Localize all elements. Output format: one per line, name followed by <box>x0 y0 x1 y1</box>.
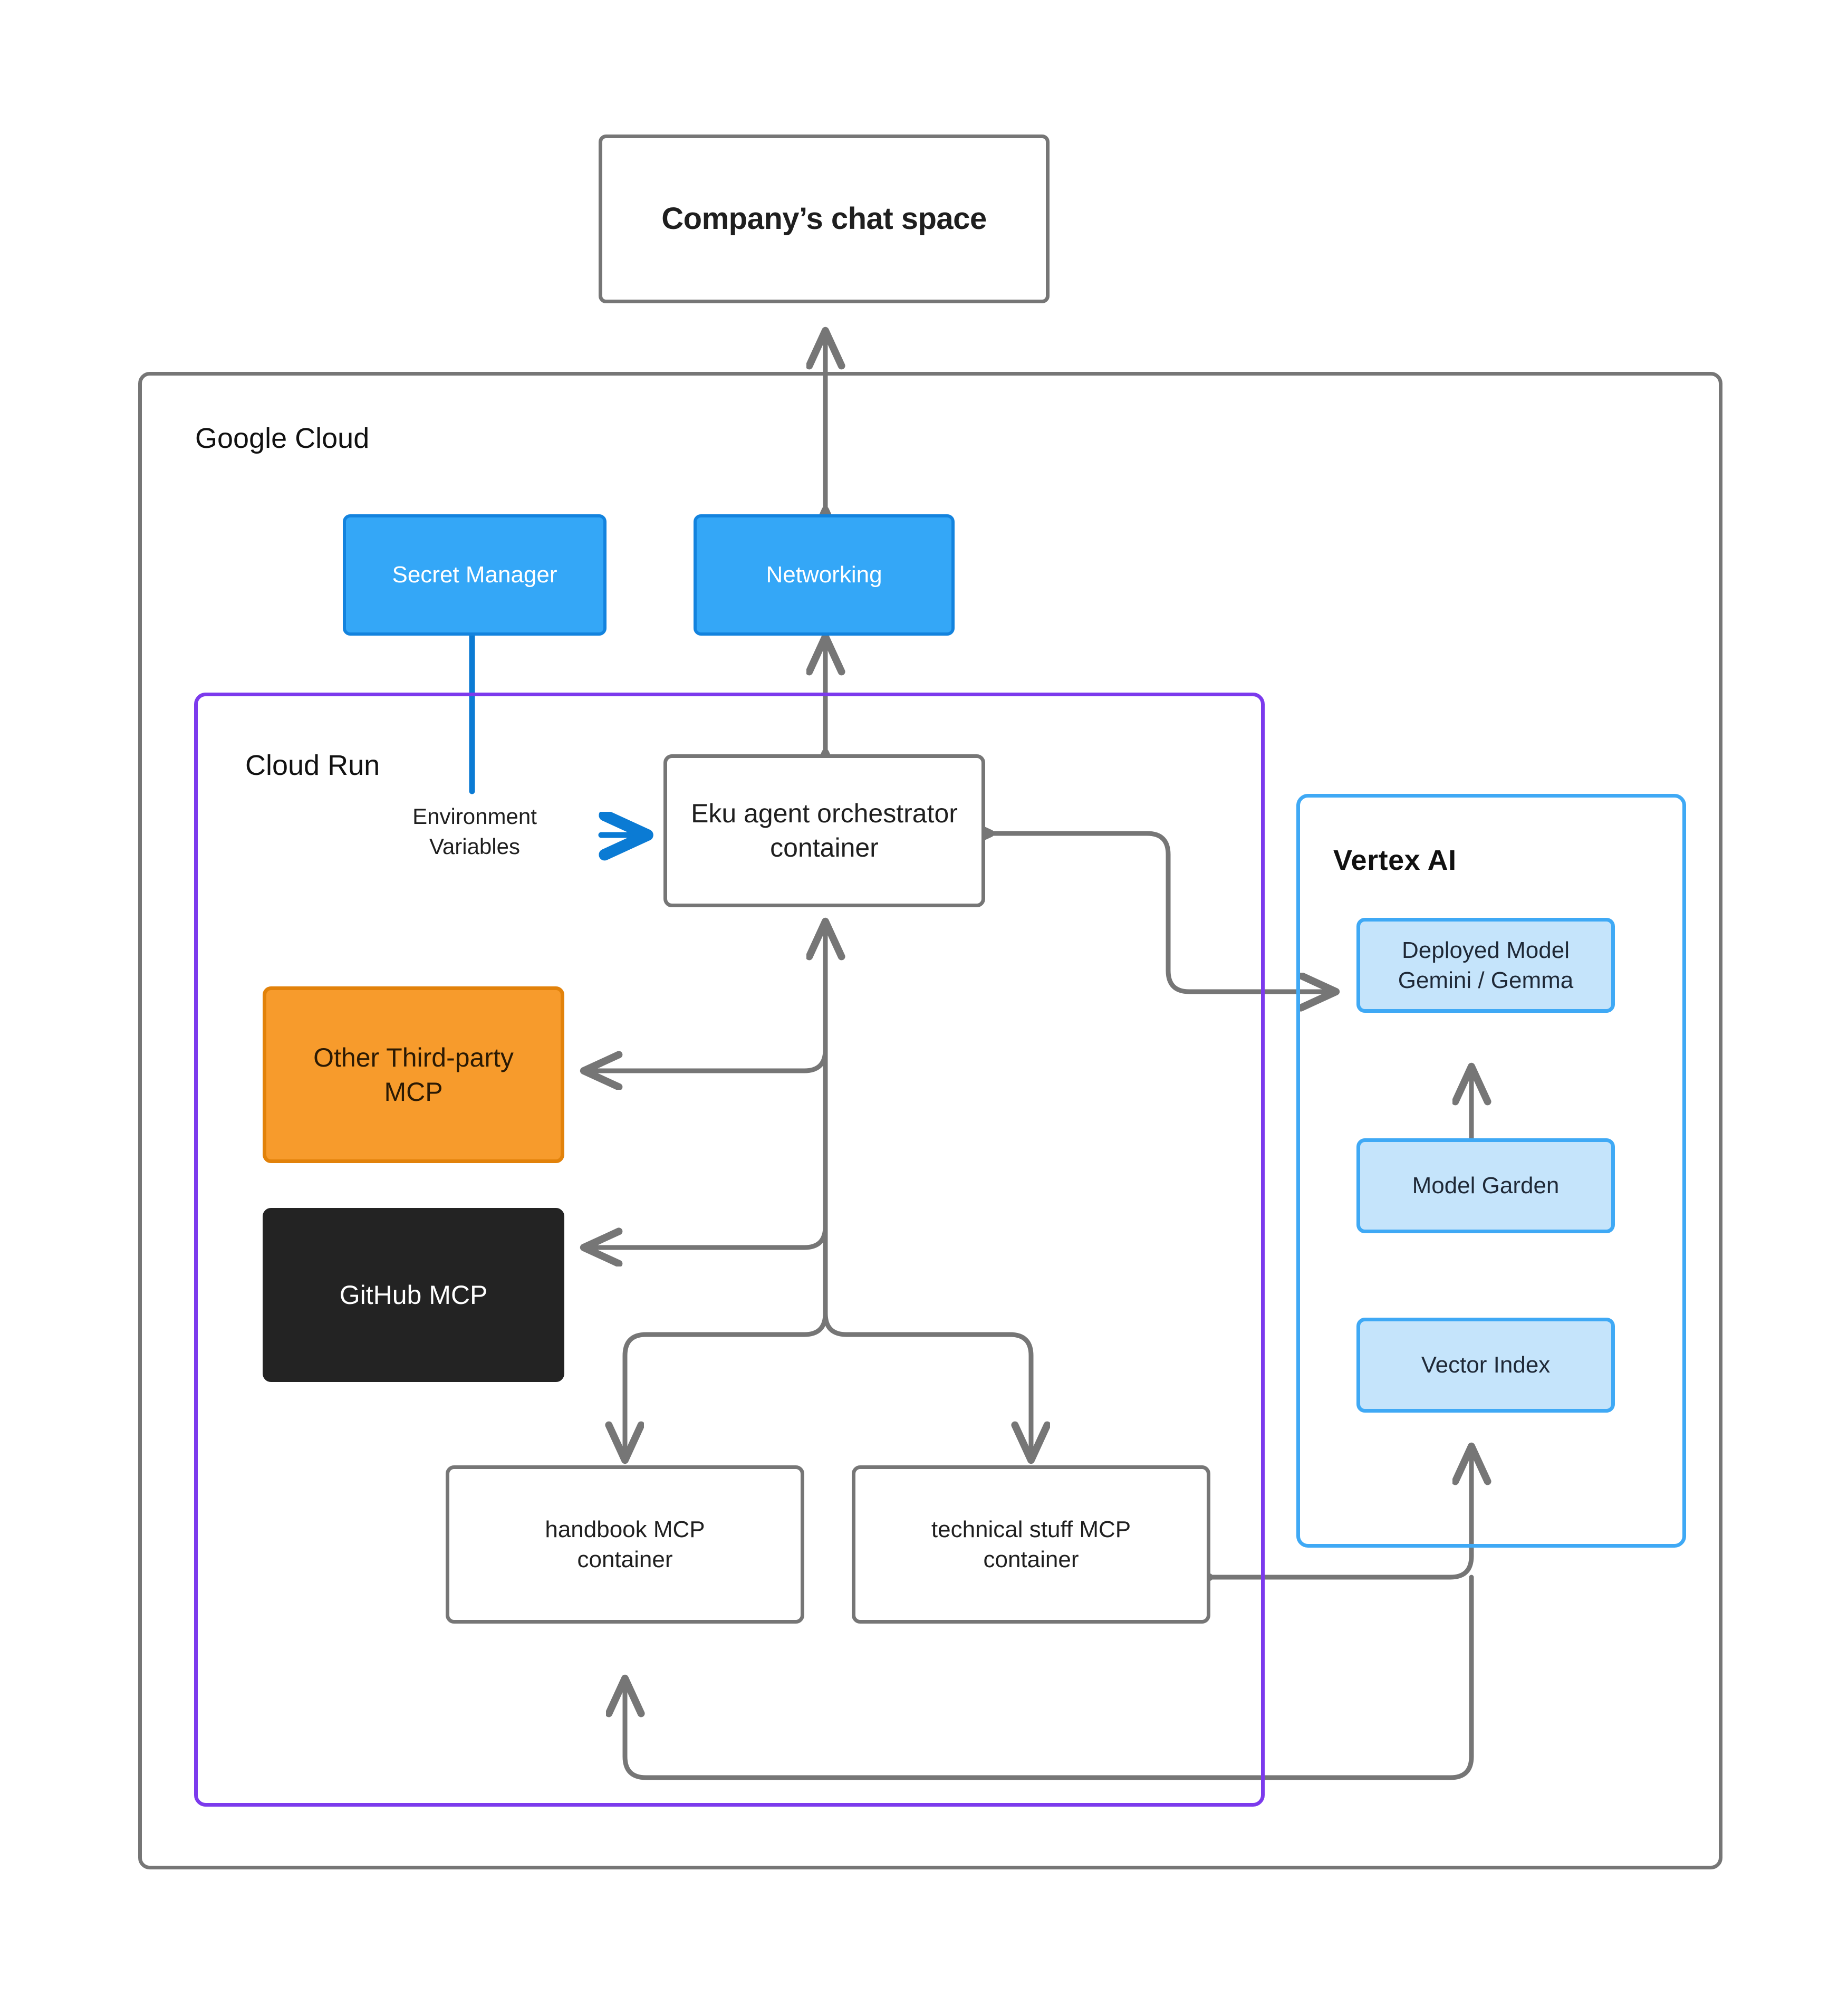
edge-vectorindex-technical <box>1210 1445 1471 1577</box>
node-github-mcp[interactable]: GitHub MCP <box>263 1208 564 1382</box>
technical-line1: technical stuff MCP <box>931 1516 1131 1542</box>
other-mcp-line2: MCP <box>384 1077 443 1107</box>
deployed-model-line2: Gemini / Gemma <box>1398 967 1574 993</box>
node-technical-stuff-mcp-container[interactable]: technical stuff MCP container <box>852 1465 1210 1624</box>
other-mcp-line1: Other Third-party <box>313 1042 514 1072</box>
node-eku-agent-orchestrator-container[interactable]: Eku agent orchestrator container <box>663 754 985 907</box>
node-secret-manager[interactable]: Secret Manager <box>343 514 607 636</box>
edge-orchestrator-deployedmodel <box>992 833 1337 992</box>
edge-vectorindex-handbook <box>625 1575 1474 1780</box>
group-vertex-ai-label: Vertex AI <box>1333 845 1457 876</box>
env-variables-line1: Environment <box>412 804 537 829</box>
edge-trunk-handbook <box>625 1311 828 1461</box>
edge-trunk-other-mcp <box>583 1047 828 1071</box>
node-deployed-model[interactable]: Deployed Model Gemini / Gemma <box>1356 918 1615 1013</box>
deployed-model-line1: Deployed Model <box>1402 937 1570 963</box>
group-vertex-ai <box>1296 794 1686 1548</box>
technical-line2: container <box>983 1547 1079 1572</box>
node-networking[interactable]: Networking <box>694 514 955 636</box>
node-vector-index[interactable]: Vector Index <box>1356 1318 1615 1413</box>
env-variables-line2: Variables <box>429 833 520 859</box>
node-handbook-mcp-container[interactable]: handbook MCP container <box>446 1465 804 1624</box>
handbook-line2: container <box>577 1547 673 1572</box>
edge-trunk-technical <box>823 1311 1031 1461</box>
group-google-cloud <box>138 372 1722 1869</box>
group-cloud-run-label: Cloud Run <box>245 750 380 781</box>
orchestrator-line2: container <box>770 833 879 862</box>
edge-trunk-github-mcp <box>583 1224 828 1248</box>
label-environment-variables: Environment Variables <box>396 802 554 861</box>
handbook-line1: handbook MCP <box>545 1516 705 1542</box>
node-model-garden[interactable]: Model Garden <box>1356 1138 1615 1233</box>
group-cloud-run <box>194 693 1265 1807</box>
group-google-cloud-label: Google Cloud <box>195 423 370 454</box>
node-company-chat-space[interactable]: Company’s chat space <box>599 135 1050 303</box>
orchestrator-line1: Eku agent orchestrator <box>691 799 958 828</box>
node-other-third-party-mcp[interactable]: Other Third-party MCP <box>263 986 564 1163</box>
